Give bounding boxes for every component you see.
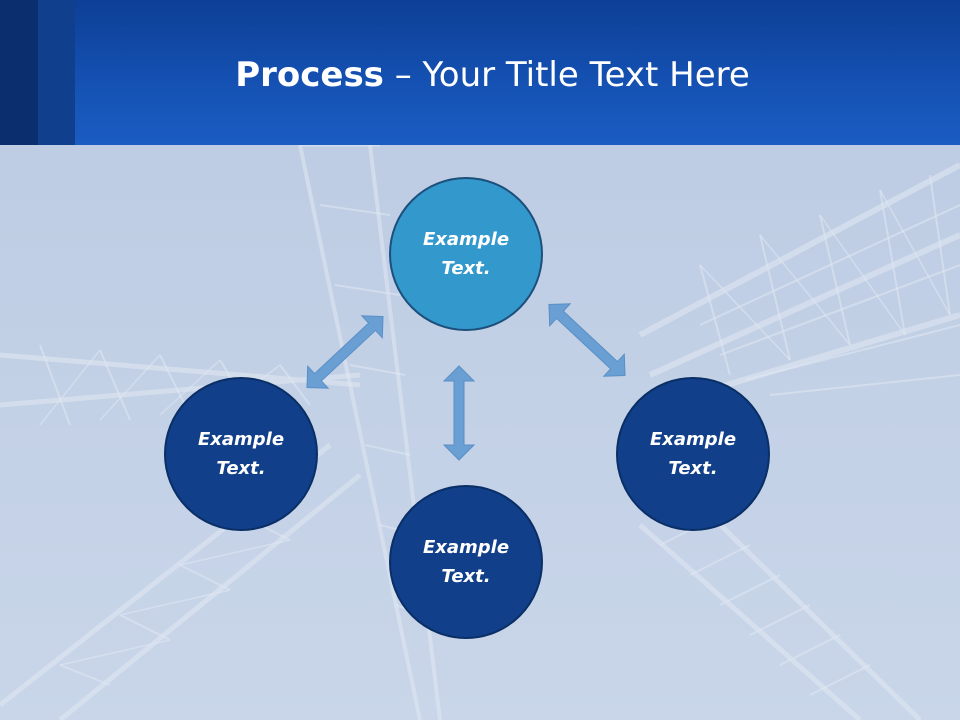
process-node-left: Example Text. xyxy=(164,377,318,531)
title-bold-part: Process xyxy=(235,55,384,95)
header-accent-stripe-2 xyxy=(38,0,75,145)
title-bar: Process – Your Title Text Here xyxy=(0,0,960,145)
slide-title: Process – Your Title Text Here xyxy=(0,52,960,98)
process-node-bottom: Example Text. xyxy=(389,485,543,639)
node-right-label: Example Text. xyxy=(649,429,737,479)
process-node-right: Example Text. xyxy=(616,377,770,531)
process-node-top: Example Text. xyxy=(389,177,543,331)
node-bottom-label: Example Text. xyxy=(422,537,510,587)
node-left-label: Example Text. xyxy=(197,429,285,479)
header-accent-stripe xyxy=(0,0,38,145)
title-rest-part: – Your Title Text Here xyxy=(383,55,750,95)
node-top-label: Example Text. xyxy=(422,229,510,279)
